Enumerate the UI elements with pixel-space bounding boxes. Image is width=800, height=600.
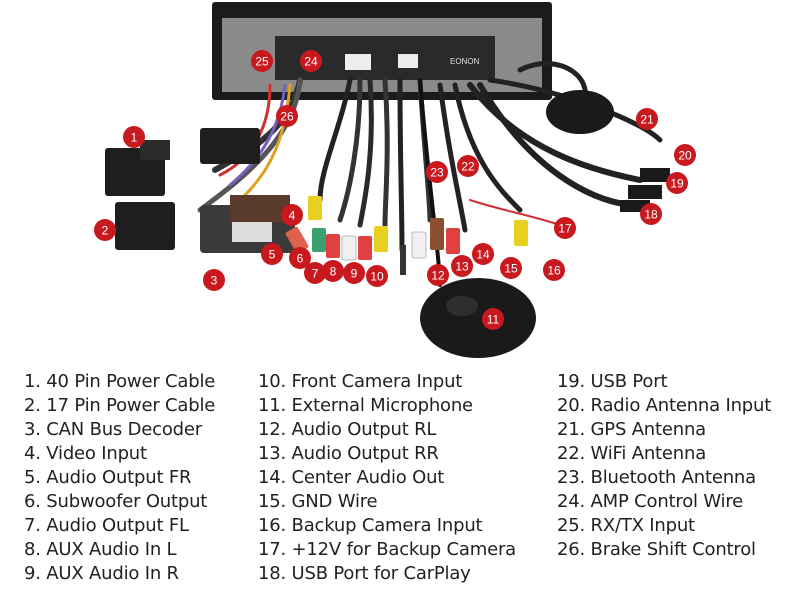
callout-label: 5 xyxy=(269,248,276,262)
callout-19: 19 xyxy=(666,172,688,194)
callout-26: 26 xyxy=(276,105,298,127)
legend-item: 11. External Microphone xyxy=(258,395,473,416)
legend-item: 26. Brake Shift Control xyxy=(557,539,756,560)
callout-label: 10 xyxy=(370,270,384,284)
callout-4: 4 xyxy=(281,204,303,226)
callout-11: 11 xyxy=(482,308,504,330)
callout-2: 2 xyxy=(94,219,116,241)
callout-23: 23 xyxy=(426,161,448,183)
callout-label: 20 xyxy=(678,149,692,163)
callout-label: 14 xyxy=(476,248,490,262)
callout-label: 8 xyxy=(330,265,337,279)
power-connector-17pin xyxy=(115,202,175,250)
power-connector-40pin xyxy=(105,140,170,196)
callout-label: 21 xyxy=(640,113,654,127)
callout-label: 2 xyxy=(102,224,109,238)
callout-14: 14 xyxy=(472,243,494,265)
legend-item: 23. Bluetooth Antenna xyxy=(557,467,756,488)
brand-logo: EONON xyxy=(450,57,480,66)
callout-22: 22 xyxy=(457,155,479,177)
legend-item: 24. AMP Control Wire xyxy=(557,491,744,512)
callout-label: 13 xyxy=(455,260,469,274)
callout-label: 18 xyxy=(644,208,658,222)
canbus-decoder-box xyxy=(200,195,295,253)
callout-17: 17 xyxy=(554,217,576,239)
rca-plugs xyxy=(285,196,528,275)
legend-column-1: 1. 40 Pin Power Cable 2. 17 Pin Power Ca… xyxy=(24,370,215,586)
legend-item: 20. Radio Antenna Input xyxy=(557,395,772,416)
legend-item: 6. Subwoofer Output xyxy=(24,491,208,512)
legend-item: 3. CAN Bus Decoder xyxy=(24,419,202,440)
callout-label: 26 xyxy=(280,110,294,124)
callout-label: 4 xyxy=(289,209,296,223)
gps-antenna-puck xyxy=(546,90,614,134)
legend-item: 2. 17 Pin Power Cable xyxy=(24,395,216,416)
legend-item: 14. Center Audio Out xyxy=(258,467,445,488)
callout-label: 6 xyxy=(297,252,304,266)
callout-10: 10 xyxy=(366,265,388,287)
legend-item: 25. RX/TX Input xyxy=(557,515,695,536)
callout-12: 12 xyxy=(427,264,449,286)
callout-25: 25 xyxy=(251,50,273,72)
callout-3: 3 xyxy=(203,269,225,291)
callout-label: 22 xyxy=(461,160,475,174)
callout-1: 1 xyxy=(123,126,145,148)
callout-label: 17 xyxy=(558,222,572,236)
callout-20: 20 xyxy=(674,144,696,166)
legend-item: 9. AUX Audio In R xyxy=(24,563,179,584)
wiring-diagram: EONON xyxy=(94,2,696,358)
callout-21: 21 xyxy=(636,108,658,130)
callout-label: 25 xyxy=(255,55,269,69)
callout-label: 15 xyxy=(504,262,518,276)
legend-item: 8. AUX Audio In L xyxy=(24,539,177,560)
callout-label: 24 xyxy=(304,55,318,69)
legend-column-3: 19. USB Port 20. Radio Antenna Input 21.… xyxy=(557,370,771,562)
legend-item: 1. 40 Pin Power Cable xyxy=(24,371,216,392)
external-microphone xyxy=(420,278,536,358)
callout-13: 13 xyxy=(451,255,473,277)
callout-15: 15 xyxy=(500,257,522,279)
legend-item: 16. Backup Camera Input xyxy=(258,515,483,536)
legend-item: 19. USB Port xyxy=(557,371,668,392)
callout-6: 6 xyxy=(289,247,311,269)
legend-item: 12. Audio Output RL xyxy=(258,419,437,440)
legend-column-2: 10. Front Camera Input 11. External Micr… xyxy=(258,370,516,586)
callout-8: 8 xyxy=(322,260,344,282)
legend-item: 13. Audio Output RR xyxy=(258,443,439,464)
legend-item: 22. WiFi Antenna xyxy=(557,443,707,464)
legend-item: 7. Audio Output FL xyxy=(24,515,189,536)
callout-24: 24 xyxy=(300,50,322,72)
legend-item: 5. Audio Output FR xyxy=(24,467,192,488)
callout-label: 9 xyxy=(351,267,358,281)
legend-item: 17. +12V for Backup Camera xyxy=(258,539,516,560)
legend-item: 4. Video Input xyxy=(24,443,147,464)
callout-label: 1 xyxy=(131,131,138,145)
callout-18: 18 xyxy=(640,203,662,225)
power-connector-extra xyxy=(200,128,260,164)
legend-item: 15. GND Wire xyxy=(258,491,378,512)
callout-9: 9 xyxy=(343,262,365,284)
legend-item: 18. USB Port for CarPlay xyxy=(258,563,471,584)
legend-item: 21. GPS Antenna xyxy=(557,419,706,440)
callout-16: 16 xyxy=(543,259,565,281)
callout-label: 11 xyxy=(487,313,500,327)
callout-label: 3 xyxy=(211,274,218,288)
callout-label: 7 xyxy=(312,267,319,281)
callout-label: 12 xyxy=(431,269,445,283)
callout-label: 19 xyxy=(670,177,684,191)
callout-5: 5 xyxy=(261,243,283,265)
legend-item: 10. Front Camera Input xyxy=(258,371,463,392)
callout-7: 7 xyxy=(304,262,326,284)
callout-label: 16 xyxy=(547,264,561,278)
callout-label: 23 xyxy=(430,166,444,180)
